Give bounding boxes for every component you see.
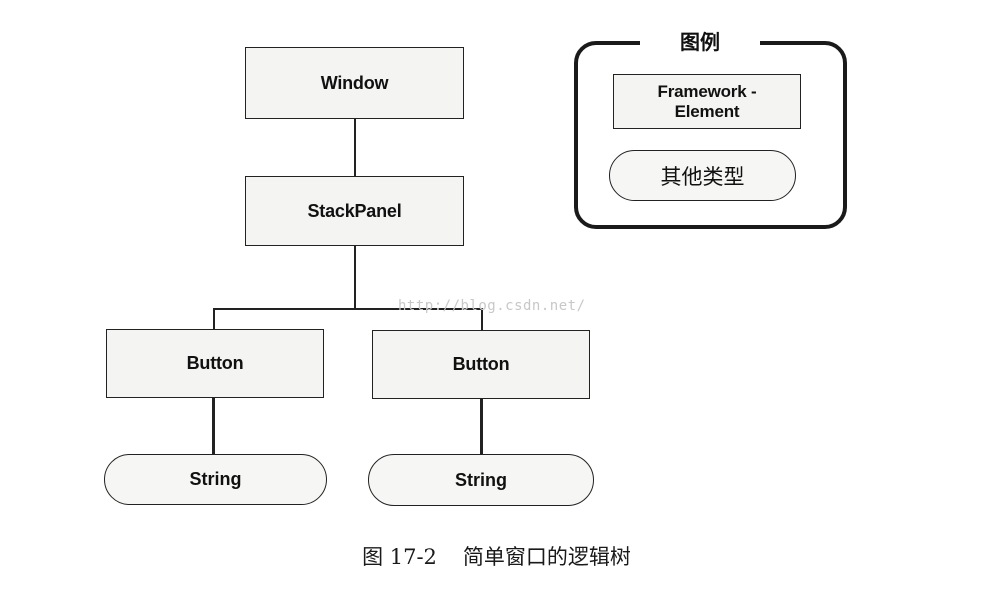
node-button-right: Button bbox=[372, 330, 590, 399]
legend-framework-element-sample: Framework - Element bbox=[613, 74, 801, 129]
figure-caption: 图 17-2 简单窗口的逻辑树 bbox=[0, 541, 993, 571]
node-string-right: String bbox=[368, 454, 594, 506]
node-button-right-label: Button bbox=[452, 354, 510, 375]
watermark: http://blog.csdn.net/ bbox=[398, 298, 586, 314]
legend-title: 图例 bbox=[640, 29, 760, 55]
node-window: Window bbox=[245, 47, 464, 119]
figure-caption-text: 简单窗口的逻辑树 bbox=[462, 545, 631, 569]
legend-framework-element-label: Framework - Element bbox=[657, 81, 757, 121]
node-stackpanel: StackPanel bbox=[245, 176, 464, 246]
node-string-right-label: String bbox=[455, 469, 507, 490]
edge-button-string-right bbox=[480, 399, 483, 454]
edge-stackpanel-branch bbox=[354, 246, 356, 309]
node-window-label: Window bbox=[320, 72, 389, 93]
node-stackpanel-label: StackPanel bbox=[307, 200, 402, 221]
legend-other-types-label: 其他类型 bbox=[660, 164, 745, 189]
node-button-left: Button bbox=[106, 329, 324, 398]
edge-branch-button-left bbox=[213, 308, 215, 329]
edge-branch-horizontal bbox=[213, 308, 482, 310]
edge-window-stackpanel bbox=[354, 119, 356, 176]
edge-button-string-left bbox=[212, 398, 215, 454]
node-button-left-label: Button bbox=[186, 353, 244, 374]
node-string-left-label: String bbox=[189, 469, 242, 489]
edge-branch-button-right bbox=[481, 308, 483, 330]
node-string-left: String bbox=[104, 454, 327, 505]
figure-number: 图 17-2 bbox=[362, 545, 437, 569]
legend-other-types-sample: 其他类型 bbox=[609, 150, 796, 201]
